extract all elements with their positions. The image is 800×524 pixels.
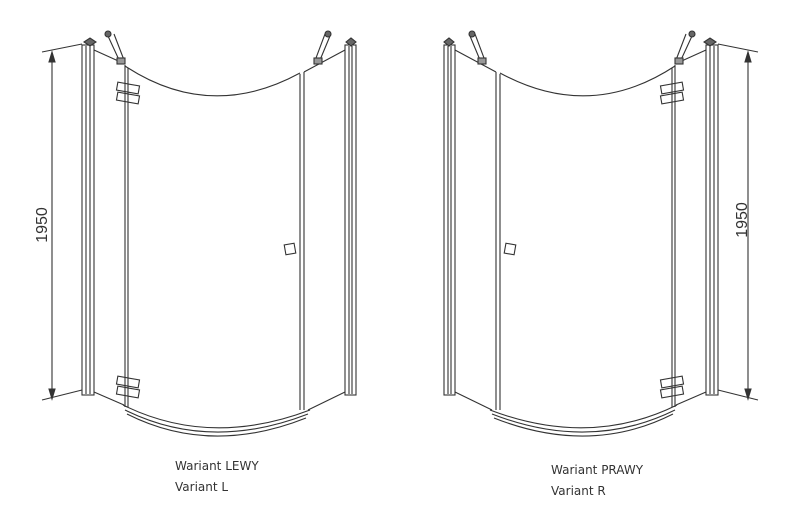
- caption-right-subtitle: Variant R: [551, 484, 606, 498]
- caption-left: Wariant LEWY Variant L: [175, 456, 259, 498]
- enclosure-right-variant: [443, 30, 759, 437]
- height-dimension-right: 1950: [734, 202, 751, 238]
- caption-right-title: Wariant PRAWY: [551, 463, 644, 477]
- enclosure-left-variant: [41, 30, 357, 437]
- caption-left-title: Wariant LEWY: [175, 459, 259, 473]
- caption-right: Wariant PRAWY Variant R: [551, 460, 643, 502]
- caption-left-subtitle: Variant L: [175, 480, 229, 494]
- height-dimension-left: 1950: [34, 207, 51, 243]
